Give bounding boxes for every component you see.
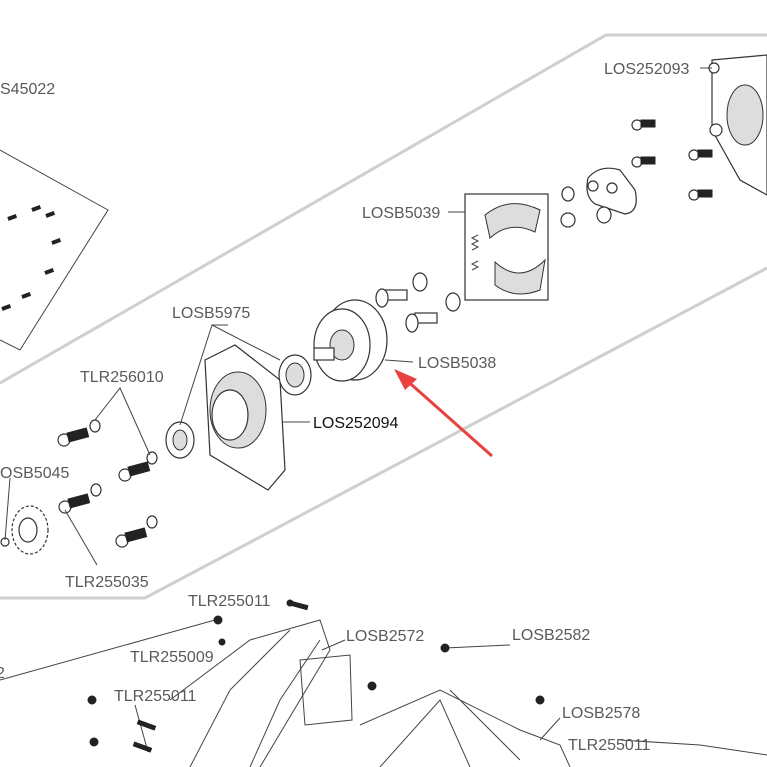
panel-border-bottom [0, 266, 767, 600]
label-los252094: LOS252094 [313, 415, 399, 432]
panel-border-top [0, 33, 767, 385]
label-losb5038: LOSB5038 [418, 355, 496, 372]
label-losb5039: LOSB5039 [362, 205, 440, 222]
label-tlr256010: TLR256010 [80, 369, 164, 386]
screws-group-top-left [1, 205, 62, 311]
screws-los252093 [631, 119, 713, 201]
part-losb5039-clutch-shoes [464, 193, 549, 301]
label-tlr255011: TLR255011 [114, 688, 197, 705]
label-losb5975: LOSB5975 [172, 305, 250, 322]
part-los252094-carrier [165, 344, 312, 491]
label-tlr255009: TLR255009 [130, 649, 214, 666]
label-losb2582: LOSB2582 [512, 627, 590, 644]
label-los45022: S45022 [0, 81, 55, 98]
label-tlr255035: TLR255035 [65, 574, 149, 591]
part-losb5038-clutch-bell [313, 299, 388, 382]
label-partial-left: 2 [0, 665, 5, 682]
top-left-panel-border [0, 149, 109, 351]
screws-tlr255035 [57, 419, 158, 548]
clutch-bell-bracket [560, 167, 637, 228]
part-losb5045-pinion [0, 505, 49, 555]
label-los252093: LOS252093 [604, 61, 690, 78]
label-losb2578: LOSB2578 [562, 705, 640, 722]
leader-lines [0, 67, 712, 753]
highlight-arrow [394, 369, 493, 458]
label-losb2572: LOSB2572 [346, 628, 424, 645]
chassis-frame [87, 599, 767, 767]
label-losb5045: OSB5045 [0, 465, 69, 482]
label-tlr255011: TLR255011 [568, 737, 651, 754]
pins-and-washers [375, 272, 461, 333]
label-tlr255011: TLR255011 [188, 593, 271, 610]
part-los252093-housing [708, 54, 767, 196]
